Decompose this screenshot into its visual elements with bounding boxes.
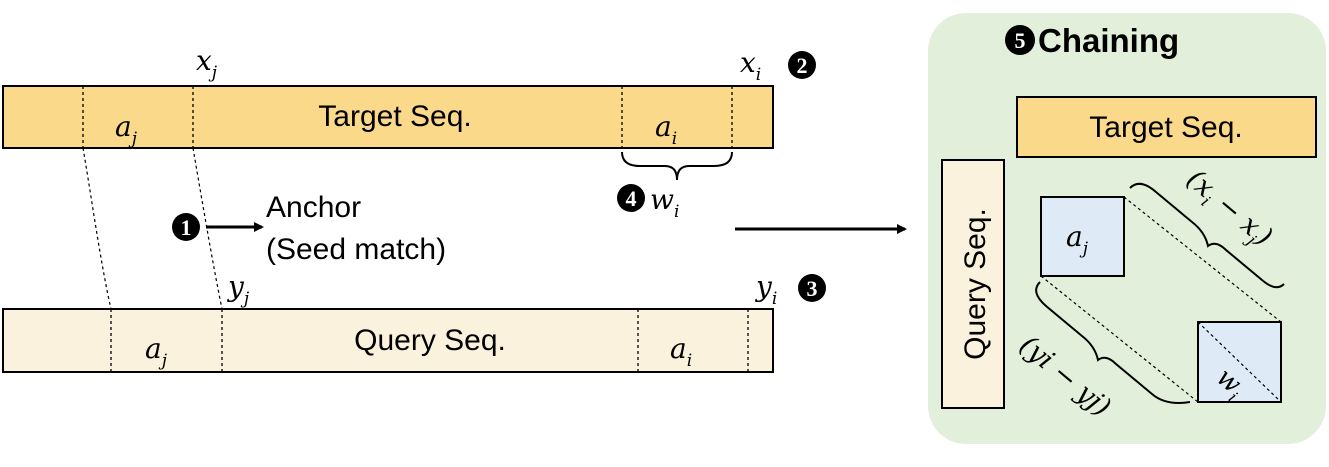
anchor-aj-target: aj bbox=[115, 110, 138, 149]
label-wi: wi bbox=[650, 183, 679, 222]
anchor-ai-target: ai bbox=[655, 110, 677, 149]
anchor-connector bbox=[82, 147, 112, 310]
step-badge-3: 3 bbox=[798, 274, 826, 302]
label-xi: xi bbox=[740, 46, 761, 85]
anchor-aj-query: aj bbox=[145, 332, 168, 371]
query-seq-bar bbox=[2, 308, 774, 373]
anchor-label: Anchor bbox=[266, 191, 361, 224]
chaining-title: Chaining bbox=[1038, 22, 1179, 59]
anchor-ai-query: ai bbox=[670, 332, 692, 371]
panel-target-seq-box bbox=[1016, 96, 1317, 158]
label-yi: yi bbox=[754, 270, 777, 309]
panel-query-seq-label: Query Seq. bbox=[959, 208, 992, 360]
svg-text:1: 1 bbox=[181, 215, 192, 240]
step-badge-4: 4 bbox=[617, 184, 645, 212]
panel-query-seq-box bbox=[941, 159, 1005, 409]
anchor-connector bbox=[192, 147, 223, 310]
step-badge-5: 5 bbox=[1005, 25, 1035, 55]
svg-text:5: 5 bbox=[1015, 28, 1026, 53]
label-xj: xj bbox=[196, 44, 218, 83]
wi-brace bbox=[621, 151, 733, 181]
target-seq-bar bbox=[2, 85, 774, 149]
step-badge-2: 2 bbox=[788, 51, 816, 79]
dx-brace bbox=[1129, 182, 1285, 289]
svg-text:2: 2 bbox=[797, 53, 808, 78]
svg-text:3: 3 bbox=[807, 276, 818, 301]
step-badge-1: 1 bbox=[172, 213, 200, 241]
anchor-box-aj-label: aj bbox=[1066, 220, 1089, 259]
panel-target-seq-label: Target Seq. bbox=[1089, 111, 1242, 144]
query-seq-label: Query Seq. bbox=[354, 324, 506, 357]
svg-text:4: 4 bbox=[626, 186, 637, 211]
label-yj: yj bbox=[226, 270, 250, 309]
anchor-box-wi-diagonal bbox=[1197, 321, 1282, 403]
target-seq-label: Target Seq. bbox=[318, 100, 471, 133]
anchor-box-aj bbox=[1040, 196, 1125, 277]
dy-brace bbox=[1035, 281, 1191, 404]
anchor-sublabel: (Seed match) bbox=[266, 233, 446, 266]
